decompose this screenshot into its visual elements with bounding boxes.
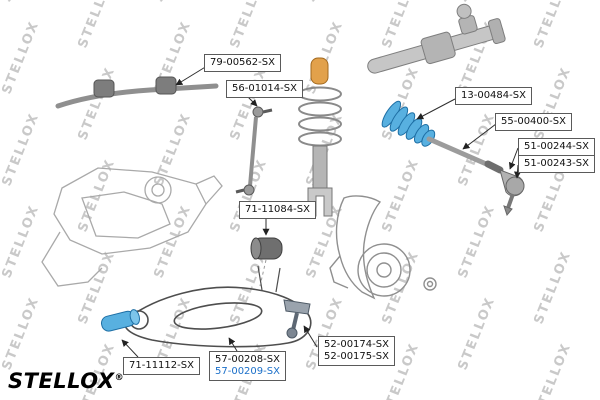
strut-and-spring xyxy=(298,57,342,217)
leader-lines xyxy=(121,65,521,358)
stellox-logo: STELLOX® xyxy=(8,369,124,393)
part-label-steering-bellow[interactable]: 13-00484-SX xyxy=(455,87,532,105)
control-arm-front-sleeve xyxy=(100,309,141,332)
assembly-guide-lines xyxy=(259,259,267,287)
part-number[interactable]: 52-00175-SX xyxy=(324,351,389,362)
control-arm xyxy=(124,265,312,348)
part-label-tie-rod-end-b[interactable]: 51-00243-SX xyxy=(518,155,595,173)
bump-stop xyxy=(310,57,329,85)
stellox-logo-text: STELLOX xyxy=(8,369,115,393)
steering-rack xyxy=(367,3,506,74)
part-label-control-arm-bushing[interactable]: 71-11084-SX xyxy=(239,201,316,219)
inner-tie-rod xyxy=(426,136,504,174)
stabilizer-link xyxy=(235,106,273,196)
stabilizer-bushing xyxy=(155,76,177,95)
part-label-stabilizer-link[interactable]: 56-01014-SX xyxy=(226,80,303,98)
part-label-axial-joint[interactable]: 55-00400-SX xyxy=(495,113,572,131)
part-number[interactable]: 52-00174-SX xyxy=(324,339,389,350)
part-label-tie-rod-end-a[interactable]: 51-00244-SX xyxy=(518,138,595,156)
part-label-control-arm-sleeve[interactable]: 71-11112-SX xyxy=(123,357,200,375)
part-label-ball-joint[interactable]: 52-00174-SX 52-00175-SX xyxy=(318,336,395,366)
stabilizer-bar xyxy=(55,76,219,109)
subframe-outline xyxy=(41,167,223,287)
control-arm-rear-bushing xyxy=(250,237,283,260)
steering-knuckle-hub xyxy=(329,195,437,300)
registered-mark: ® xyxy=(114,373,125,383)
coil-spring xyxy=(298,86,342,147)
part-label-control-arm[interactable]: 57-00208-SX 57-00209-SX xyxy=(209,351,286,381)
stabilizer-bushing xyxy=(93,79,115,98)
ball-joint xyxy=(283,299,311,339)
tie-rod-end xyxy=(499,169,525,217)
part-label-stabilizer-bushing[interactable]: 79-00562-SX xyxy=(204,54,281,72)
part-number[interactable]: 57-00208-SX xyxy=(215,354,280,365)
part-number-highlighted[interactable]: 57-00209-SX xyxy=(215,366,280,377)
steering-bellow xyxy=(381,100,436,147)
